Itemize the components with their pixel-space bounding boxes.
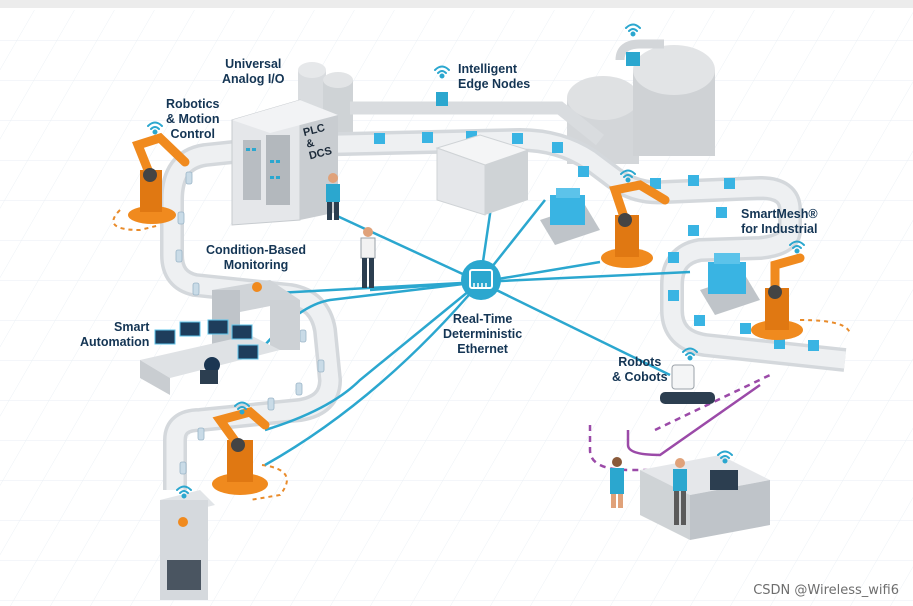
label-robots-cobots: Robots & Cobots: [612, 355, 668, 385]
label-line: Robots: [618, 355, 662, 369]
label-line: Condition-Based: [206, 243, 306, 257]
wifi-icon: [682, 347, 698, 361]
worker-monitoring: [360, 227, 376, 288]
label-real-time-ethernet: Real-Time Deterministic Ethernet: [443, 312, 522, 357]
label-line: Ethernet: [457, 342, 508, 356]
robot-arm-left: [128, 132, 190, 224]
checkout-counter: [640, 455, 770, 540]
conveyor-belt: [160, 128, 847, 490]
conveyor-bottles: [175, 171, 325, 475]
worker-cashier: [673, 458, 687, 525]
control-station: [140, 319, 280, 395]
cobot-unit: [660, 364, 715, 404]
label-line: Real-Time: [452, 312, 513, 326]
robot-reach-paths: [112, 209, 851, 501]
workers: [326, 173, 687, 525]
wifi-icon: [176, 485, 192, 499]
label-line: Smart: [114, 320, 150, 334]
label-line: Robotics: [166, 97, 220, 111]
label-line: Intelligent: [458, 62, 518, 76]
label-smartmesh-industrial: SmartMesh® for Industrial: [741, 207, 818, 237]
wifi-icon: [234, 401, 250, 415]
robot-arms: [128, 132, 805, 495]
conveyor-boxes: [374, 131, 819, 351]
label-line: Edge Nodes: [458, 77, 531, 91]
label-condition-based-monitoring: Condition-Based Monitoring: [206, 243, 306, 273]
worker-plc: [326, 173, 340, 220]
wifi-icon: [147, 121, 163, 135]
wifi-icons: [147, 23, 805, 499]
label-line: Automation: [80, 335, 150, 349]
wifi-icon: [434, 65, 450, 79]
wifi-icon: [625, 23, 641, 37]
wifi-icon: [789, 240, 805, 254]
label-line: & Motion: [166, 112, 220, 126]
watermark: CSDN @Wireless_wifi6: [753, 583, 899, 598]
label-intelligent-edge-nodes: Intelligent Edge Nodes: [458, 62, 530, 92]
cobot-paths: [588, 373, 771, 472]
robot-arm-bottom: [212, 407, 270, 495]
label-line: Deterministic: [443, 327, 523, 341]
label-universal-analog-io: Universal Analog I/O: [222, 57, 285, 87]
robot-arm-center: [601, 180, 670, 268]
label-robotics-motion-control: Robotics & Motion Control: [166, 97, 219, 142]
plc-dcs-cabinet: [231, 99, 338, 226]
top-strip: [0, 0, 913, 8]
label-line: Control: [170, 127, 215, 141]
overhead-pipe: [350, 92, 605, 146]
wifi-icon: [620, 169, 636, 183]
packaging-station: [160, 490, 215, 600]
edge-node-server: [435, 134, 530, 216]
ethernet-switch-hub: [461, 260, 501, 300]
label-line: Analog I/O: [222, 72, 285, 86]
label-line: SmartMesh®: [741, 207, 818, 221]
robot-arm-right: [751, 253, 805, 340]
wifi-icon: [717, 450, 733, 464]
ethernet-links: [239, 179, 691, 467]
label-line: for Industrial: [741, 222, 818, 236]
worker-customer: [610, 457, 624, 508]
label-line: Monitoring: [223, 258, 289, 272]
label-line: & Cobots: [612, 370, 668, 384]
pallet-carts: [540, 188, 760, 315]
label-smart-automation: Smart Automation: [80, 320, 149, 350]
label-line: Universal: [225, 57, 282, 71]
